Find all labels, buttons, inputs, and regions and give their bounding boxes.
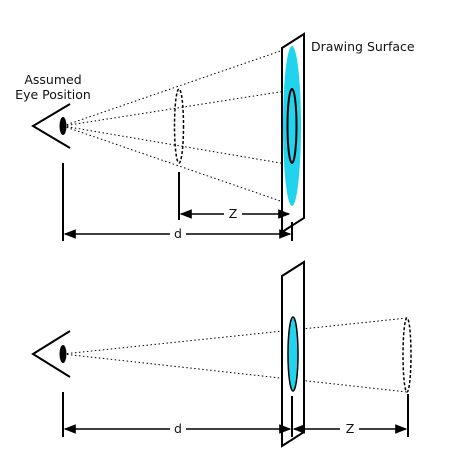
bottom-d-label: d: [174, 421, 182, 436]
eye-position-label-line2: Eye Position: [15, 87, 91, 102]
eye-position-label-line1: Assumed: [24, 72, 81, 87]
bottom-d-dimension: d: [63, 421, 292, 436]
bottom-diagram: d Z: [31, 260, 412, 448]
top-diagram: Drawing Surface Assumed Eye Position Z d: [15, 32, 415, 241]
bottom-z-label: Z: [346, 421, 355, 436]
top-d-label: d: [174, 226, 182, 241]
top-z-dimension: Z: [179, 206, 291, 221]
bottom-sight-lines: [62, 317, 408, 393]
bottom-object-ellipse: [402, 317, 412, 393]
bottom-projection: [287, 316, 299, 392]
top-projection: [283, 46, 301, 206]
top-object-ellipse: [173, 88, 185, 164]
drawing-surface-label: Drawing Surface: [311, 39, 415, 54]
top-sight-lines: [62, 46, 293, 206]
top-projection-outline: [286, 88, 298, 164]
top-d-dimension: d: [63, 226, 292, 241]
top-z-label: Z: [229, 206, 238, 221]
bottom-z-dimension: Z: [292, 421, 408, 436]
